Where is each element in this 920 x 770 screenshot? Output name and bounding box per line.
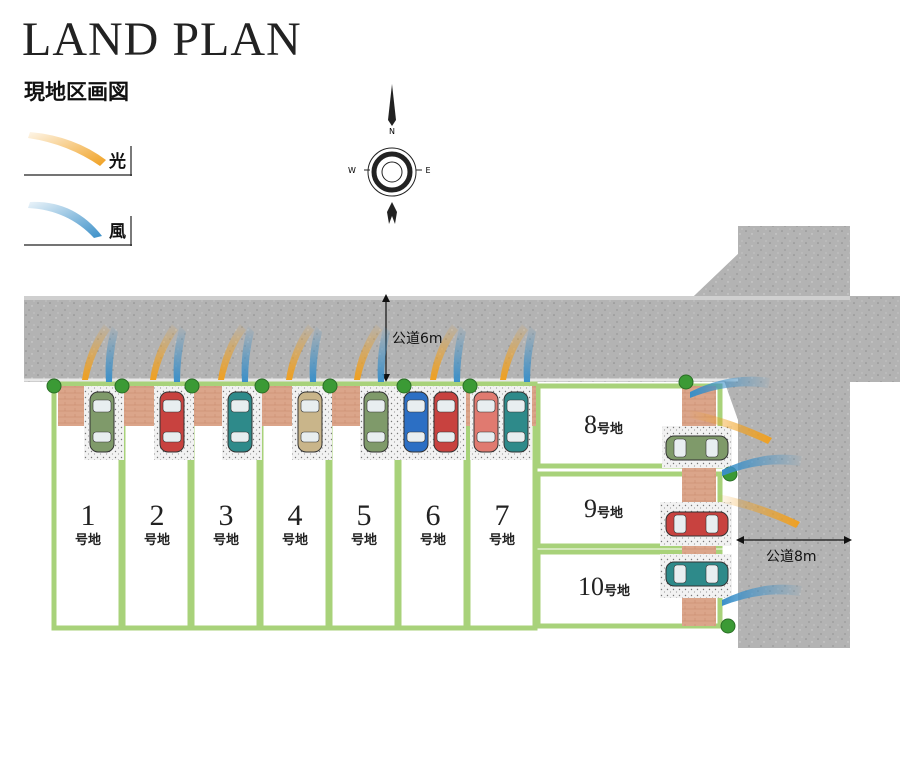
north-road-label: 公道6m (392, 331, 443, 347)
wind-plume (241, 326, 254, 382)
wind-plume (690, 376, 770, 398)
compass-icon: N W E (348, 84, 431, 224)
wind-plume (309, 326, 322, 382)
legend-light: 光 (24, 126, 132, 176)
compass-east: E (425, 166, 430, 175)
light-plume (430, 324, 458, 380)
wind-legend-label: 風 (109, 222, 126, 242)
wind-plume (453, 326, 466, 382)
car-icon (159, 391, 185, 453)
light-plume (354, 324, 382, 380)
car-icon (665, 435, 729, 461)
lot-10-label: 10号地 (578, 572, 631, 601)
car-icon (363, 391, 389, 453)
light-plume (718, 494, 800, 528)
light-plume (218, 324, 246, 380)
car-icon (665, 561, 729, 587)
page-title: LAND PLAN (22, 13, 302, 66)
car-icon (227, 391, 253, 453)
light-plume (500, 324, 528, 380)
light-legend-icon (24, 132, 132, 176)
car-icon (403, 391, 429, 453)
lot-8-label: 8号地 (584, 410, 624, 439)
car-icon (473, 391, 499, 453)
wind-plume (523, 326, 536, 382)
car-icon (433, 391, 459, 453)
page-subtitle: 現地区画図 (24, 80, 129, 104)
road-area (24, 226, 850, 648)
light-plume (286, 324, 314, 380)
lot-9-label: 9号地 (584, 494, 624, 523)
light-plume (150, 324, 178, 380)
wind-plume (173, 326, 186, 382)
wind-plume (722, 584, 802, 606)
compass-west: W (348, 166, 356, 175)
east-road-label: 公道8m (766, 549, 817, 565)
car-icon (665, 511, 729, 537)
compass-north: N (389, 127, 395, 136)
wind-plume (105, 326, 118, 382)
light-legend-label: 光 (109, 152, 126, 172)
wind-plume (722, 454, 802, 476)
light-plume (82, 324, 110, 380)
wind-plume (377, 326, 390, 382)
legend-wind: 風 (24, 196, 132, 246)
car-icon (297, 391, 323, 453)
light-plume (690, 410, 772, 444)
wind-legend-icon (24, 201, 132, 246)
car-icon (503, 391, 529, 453)
car-icon (89, 391, 115, 453)
